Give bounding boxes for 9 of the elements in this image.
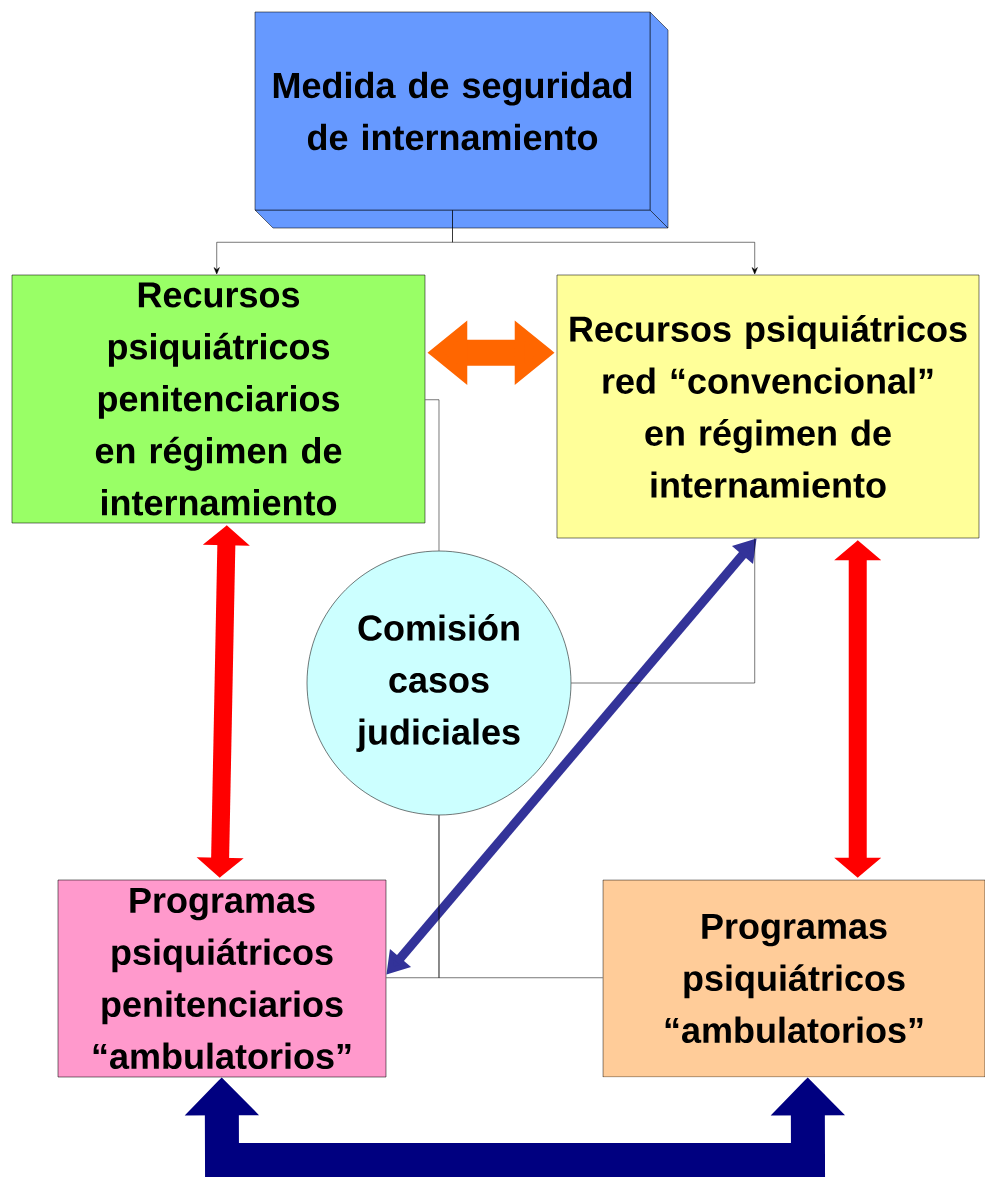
- connector-arrow: [452, 210, 758, 275]
- connector-line: [438, 815, 603, 978]
- connector-line: [425, 399, 440, 551]
- process-box: Programas psiquiátricos penitenciarios “ambulatorios”: [57, 879, 387, 1078]
- connector-line: [571, 538, 755, 684]
- process-box: Recursos psiquiátricos red “convencional” en régimen de internamiento: [556, 274, 980, 539]
- 3d-box: Medida de seguridad de internamiento: [254, 11, 669, 229]
- process-box: Programas psiquiátricos “ambulatorios”: [602, 879, 985, 1078]
- process-box: Recursos psiquiátricos penitenciarios en régimen de internamiento: [11, 274, 426, 524]
